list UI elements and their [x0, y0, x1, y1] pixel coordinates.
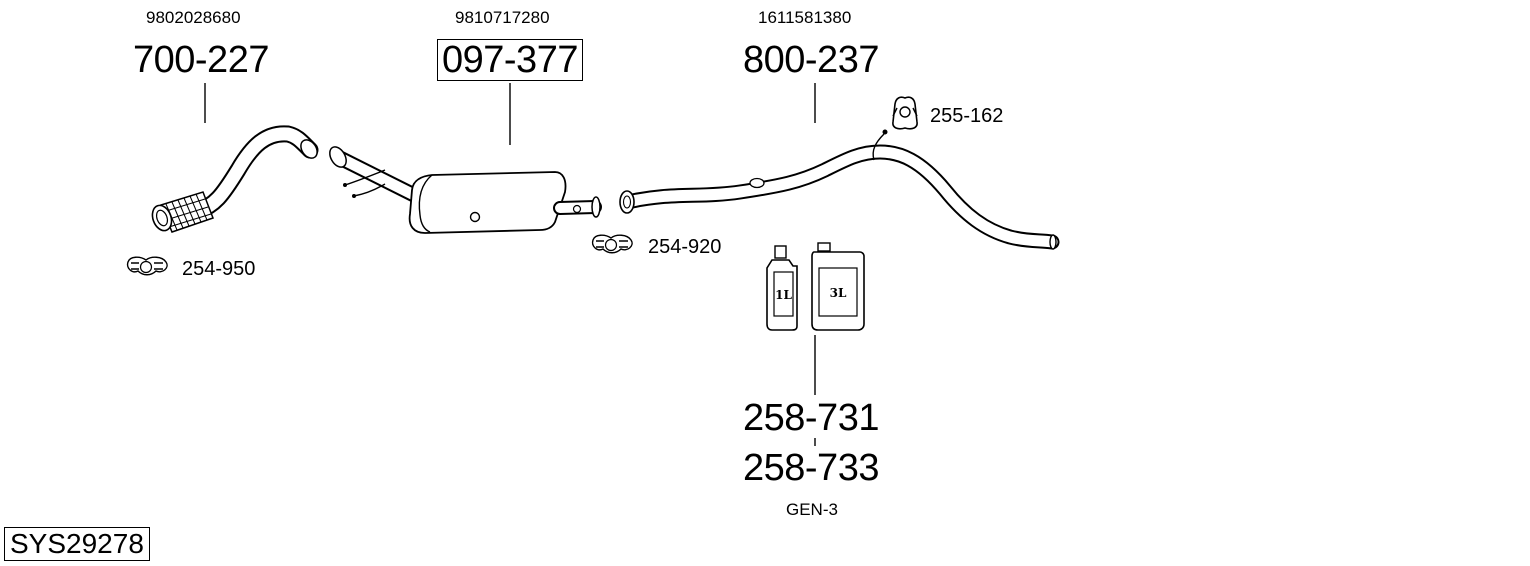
additive-part-number-1[interactable]: 258-731	[743, 397, 879, 439]
front-clamp-number[interactable]: 254-950	[182, 258, 256, 280]
middle-clamp-icon[interactable]	[591, 234, 633, 254]
middle-clamp-number[interactable]: 254-920	[648, 236, 722, 258]
system-id-badge: SYS29278	[4, 527, 150, 561]
rear-pipe-drawing[interactable]	[619, 129, 1060, 250]
additive-bottle-1l-icon[interactable]: 1L	[766, 245, 798, 331]
leader-lines	[204, 83, 816, 446]
additive-generation-label: GEN-3	[786, 500, 838, 519]
bottle-1l-label: 1L	[775, 288, 792, 302]
rubber-mount-number[interactable]: 255-162	[930, 105, 1004, 127]
bottle-3l-label: 3L	[830, 286, 847, 300]
front-pipe-drawing[interactable]	[149, 125, 320, 233]
dpf-oem-number: 9810717280	[455, 8, 550, 27]
dpf-part-number[interactable]: 097-377	[437, 39, 583, 81]
additive-bottle-3l-icon[interactable]: 3L	[811, 242, 865, 331]
additive-part-number-2[interactable]: 258-733	[743, 447, 879, 489]
dpf-drawing[interactable]	[326, 144, 602, 234]
rear-pipe-oem-number: 1611581380	[758, 8, 852, 27]
rear-pipe-part-number[interactable]: 800-237	[743, 39, 879, 81]
front-pipe-oem-number: 9802028680	[146, 8, 241, 27]
front-clamp-icon[interactable]	[126, 256, 168, 276]
front-pipe-part-number[interactable]: 700-227	[133, 39, 269, 81]
rubber-mount-icon[interactable]	[892, 96, 918, 130]
